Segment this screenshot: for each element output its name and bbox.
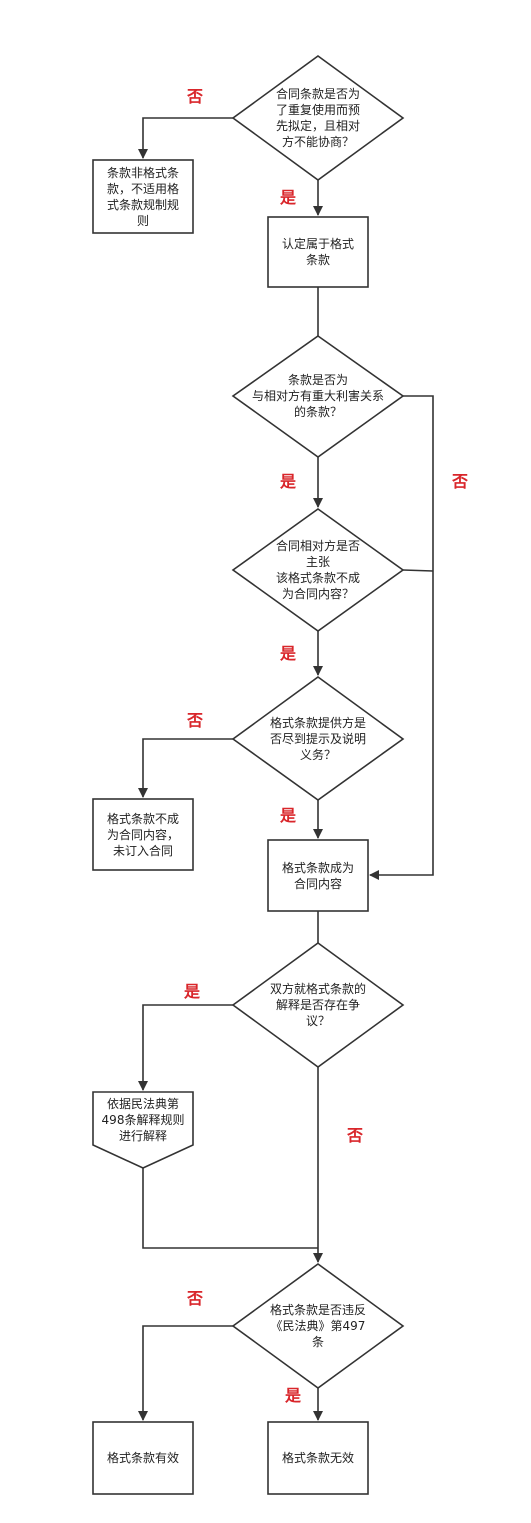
box-not-contract-content <box>92 798 194 871</box>
d1-text: 合同条款是否为 了重复使用而预 先拟定，且相对 方不能协商？ <box>275 87 360 149</box>
box-interpret-rule <box>92 1091 194 1169</box>
d2-text: 条款是否为 与相对方有重大利害关系 的条款？ <box>251 373 384 419</box>
box-valid <box>92 1421 194 1495</box>
label-d5-yes: 是 <box>184 982 201 1001</box>
non-standard-text: 条款非格式条 款，不适用格 式条款规制规 则 <box>106 165 179 228</box>
edge-d2-no <box>369 395 434 880</box>
d6-text: 格式条款是否违反 《民法典》第497 条 <box>269 1303 366 1349</box>
d3-text: 合同相对方是否 主张 该格式条款不成 为合同内容？ <box>275 539 360 601</box>
box-invalid <box>267 1421 369 1495</box>
edge-interpret-merge <box>142 1168 318 1249</box>
label-d6-no: 否 <box>187 1289 204 1308</box>
edge-d1-no <box>138 117 233 159</box>
label-d6-yes: 是 <box>285 1386 302 1405</box>
is-contract-content-text: 格式条款成为 合同内容 <box>281 860 354 891</box>
edge-d3-no <box>402 569 434 572</box>
label-d3-yes: 是 <box>280 644 297 663</box>
not-contract-content-text: 格式条款不成 为合同内容， 未订入合同 <box>106 811 179 858</box>
label-d2-no: 否 <box>452 472 469 491</box>
edge-d6-no <box>138 1325 233 1421</box>
edge-d4-no <box>138 738 233 798</box>
label-d1-no: 否 <box>187 87 204 106</box>
invalid-text: 格式条款无效 <box>281 1451 354 1465</box>
d4-text: 格式条款提供方是 否尽到提示及说明 义务？ <box>269 716 366 762</box>
edge-d5-yes <box>138 1004 233 1091</box>
d5-text: 双方就格式条款的 解释是否存在争 议？ <box>269 982 366 1028</box>
label-d4-yes: 是 <box>280 806 297 825</box>
confirm-standard-text: 认定属于格式 条款 <box>281 237 354 267</box>
label-d5-no: 否 <box>347 1126 364 1145</box>
label-d2-yes: 是 <box>280 472 297 491</box>
interpret-rule-text: 依据民法典第 498条解释规则 进行解释 <box>101 1097 185 1143</box>
valid-text: 格式条款有效 <box>106 1451 179 1465</box>
label-d4-no: 否 <box>187 711 204 730</box>
box-non-standard <box>92 159 194 234</box>
box-is-contract-content <box>267 839 369 912</box>
label-d1-yes: 是 <box>280 188 297 207</box>
